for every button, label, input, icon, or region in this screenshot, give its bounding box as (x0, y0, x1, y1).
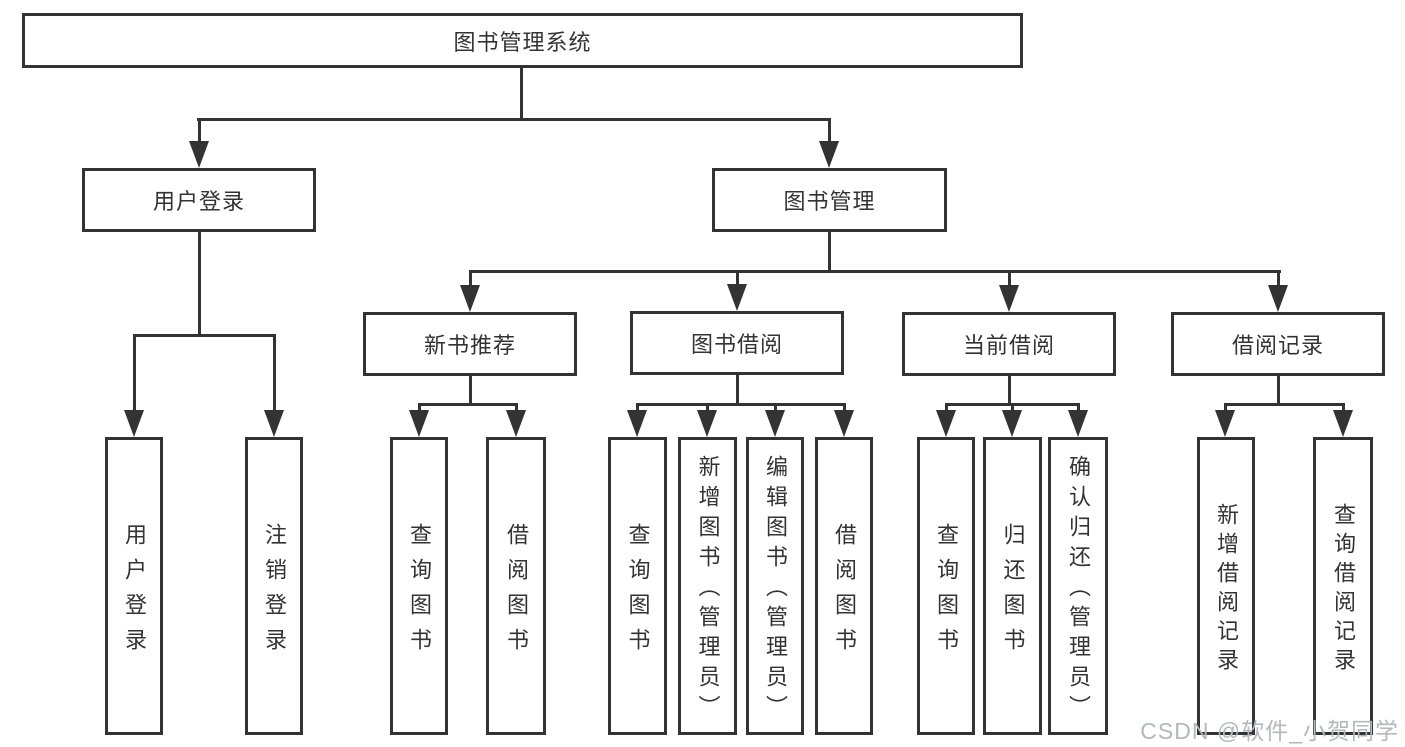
connector-line (133, 334, 276, 337)
connector-arrowhead (819, 141, 839, 168)
connector-line (636, 403, 639, 415)
leaf-nb-query: 查询图书 (390, 437, 448, 735)
connector-arrowhead (627, 410, 647, 437)
node-user-login: 用户登录 (82, 168, 316, 232)
leaf-label: 新增图书（管理员） (695, 455, 721, 725)
leaf-label: 查询图书 (407, 522, 432, 663)
leaf-user-login: 用户登录 (105, 437, 163, 735)
leaf-cb-confirm: 确认归还（管理员） (1048, 437, 1108, 735)
leaf-label: 查询图书 (934, 522, 959, 663)
connector-line (273, 334, 276, 414)
connector-line (636, 403, 846, 406)
connector-line (1077, 403, 1080, 415)
connector-line (774, 403, 777, 415)
connector-arrowhead (999, 285, 1019, 312)
connector-arrowhead (1215, 410, 1235, 437)
leaf-label: 编辑图书（管理员） (763, 455, 788, 725)
connector-arrowhead (1268, 285, 1288, 312)
leaf-label: 归还图书 (1000, 522, 1026, 663)
connector-arrowhead (506, 410, 526, 437)
leaf-cb-return: 归还图书 (983, 437, 1042, 735)
connector-line (418, 403, 518, 406)
leaf-bb-add: 新增图书（管理员） (678, 437, 737, 735)
connector-line (1224, 403, 1345, 406)
node-root: 图书管理系统 (22, 13, 1023, 68)
connector-line (133, 334, 136, 414)
leaf-br-add: 新增借阅记录 (1197, 437, 1255, 735)
connector-arrowhead (460, 285, 480, 312)
node-book-mgmt: 图书管理 (712, 168, 947, 232)
connector-line (1342, 403, 1345, 415)
leaf-bb-query: 查询图书 (608, 437, 667, 735)
connector-line (706, 403, 709, 415)
connector-line (828, 232, 831, 272)
connector-arrowhead (264, 410, 284, 437)
leaf-nb-borrow: 借阅图书 (486, 437, 546, 735)
node-book-borrow: 图书借阅 (630, 311, 844, 375)
connector-arrowhead (727, 284, 747, 311)
leaf-logout: 注销登录 (245, 437, 303, 735)
leaf-label: 借阅图书 (504, 522, 529, 663)
connector-line (469, 376, 472, 405)
connector-line (736, 270, 739, 288)
connector-arrowhead (124, 410, 144, 437)
node-borrow-records: 借阅记录 (1171, 312, 1385, 376)
connector-line (1277, 270, 1280, 288)
node-new-book-rec-label: 新书推荐 (423, 333, 516, 358)
connector-line (1224, 403, 1227, 415)
connector-arrowhead (1333, 410, 1353, 437)
node-book-borrow-label: 图书借阅 (690, 332, 783, 357)
leaf-bb-borrow: 借阅图书 (815, 437, 873, 735)
watermark: CSDN @软件_小贺同学 (1140, 718, 1399, 744)
leaf-label: 确认归还（管理员） (1066, 455, 1091, 725)
connector-line (469, 270, 472, 288)
connector-line (945, 403, 948, 415)
connector-arrowhead (834, 410, 854, 437)
connector-line (828, 120, 831, 148)
connector-arrowhead (697, 410, 717, 437)
leaf-label: 查询图书 (625, 522, 651, 663)
leaf-label: 新增借阅记录 (1214, 502, 1239, 677)
connector-line (197, 118, 831, 121)
connector-line (469, 270, 1281, 273)
connector-line (1011, 403, 1014, 415)
connector-arrowhead (765, 410, 785, 437)
leaf-br-query: 查询借阅记录 (1313, 437, 1373, 735)
connector-arrowhead (936, 410, 956, 437)
connector-arrowhead (1002, 410, 1022, 437)
leaf-label: 用户登录 (122, 522, 147, 663)
connector-arrowhead (1068, 410, 1088, 437)
connector-line (736, 375, 739, 405)
connector-line (1277, 376, 1280, 405)
node-root-label: 图书管理系统 (453, 29, 592, 55)
connector-line (198, 120, 201, 148)
leaf-label: 注销登录 (262, 522, 287, 663)
connector-line (1008, 270, 1011, 288)
connector-line (520, 68, 523, 120)
connector-arrowhead (409, 410, 429, 437)
connector-arrowhead (189, 141, 209, 168)
node-new-book-rec: 新书推荐 (363, 312, 577, 376)
node-current-borrow-label: 当前借阅 (962, 333, 1055, 358)
node-current-borrow: 当前借阅 (902, 312, 1116, 376)
connector-line (843, 403, 846, 415)
node-user-login-label: 用户登录 (152, 189, 245, 214)
node-borrow-records-label: 借阅记录 (1231, 333, 1324, 358)
connector-line (1008, 376, 1011, 405)
leaf-cb-query: 查询图书 (917, 437, 975, 735)
node-book-mgmt-label: 图书管理 (783, 189, 876, 214)
leaf-label: 借阅图书 (832, 522, 857, 663)
leaf-label: 查询借阅记录 (1331, 502, 1356, 677)
connector-line (198, 232, 201, 336)
connector-line (418, 403, 421, 415)
connector-line (515, 403, 518, 415)
leaf-bb-edit: 编辑图书（管理员） (746, 437, 804, 735)
